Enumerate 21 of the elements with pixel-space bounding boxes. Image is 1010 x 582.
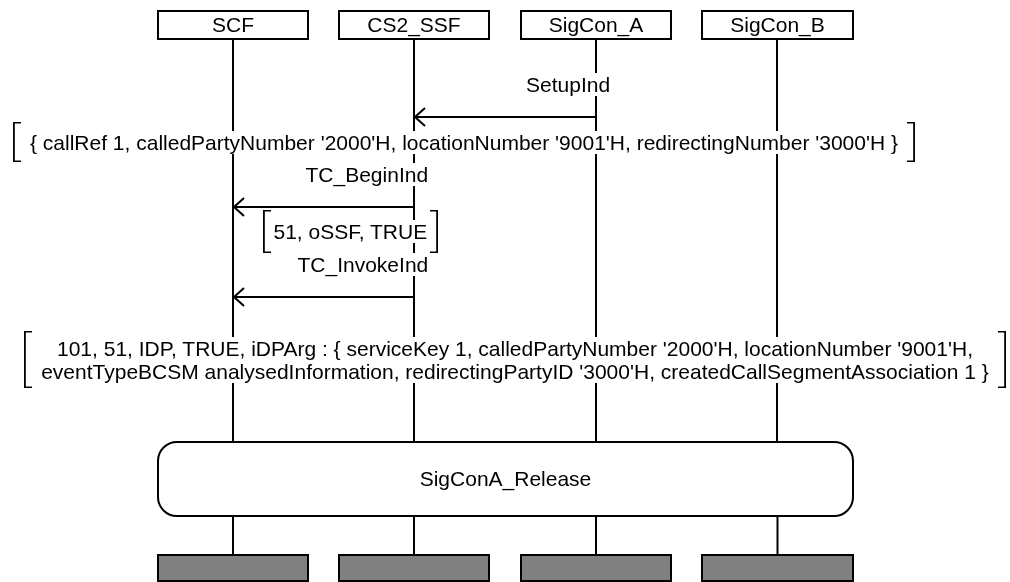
- message-arrow: [233, 287, 414, 307]
- message-arrow: [233, 197, 414, 217]
- instance-end-block: [520, 554, 672, 582]
- instance-header: CS2_SSF: [338, 10, 490, 40]
- instance-end-block: [157, 554, 309, 582]
- parameter-text: 51, oSSF, TRUE: [273, 220, 428, 244]
- message-label: TC_BeginInd: [305, 162, 429, 186]
- instance-header: SCF: [157, 10, 309, 40]
- instance-end-block: [338, 554, 490, 582]
- reference-box: SigConA_Release: [157, 441, 854, 517]
- message-label: TC_InvokeInd: [297, 252, 429, 276]
- lifeline: [232, 516, 234, 555]
- message-arrow: [414, 107, 596, 127]
- parameter-text: { callRef 1, calledPartyNumber '2000'H, locationNumber '9001'H, redirectingNumber '3000'H }: [30, 130, 898, 154]
- instance-end-block: [701, 554, 854, 582]
- lifeline: [595, 516, 597, 555]
- instance-header: SigCon_A: [520, 10, 672, 40]
- message-label: SetupInd: [526, 72, 611, 96]
- lifeline: [776, 516, 779, 555]
- lifeline: [413, 516, 415, 555]
- instance-header: SigCon_B: [701, 10, 854, 40]
